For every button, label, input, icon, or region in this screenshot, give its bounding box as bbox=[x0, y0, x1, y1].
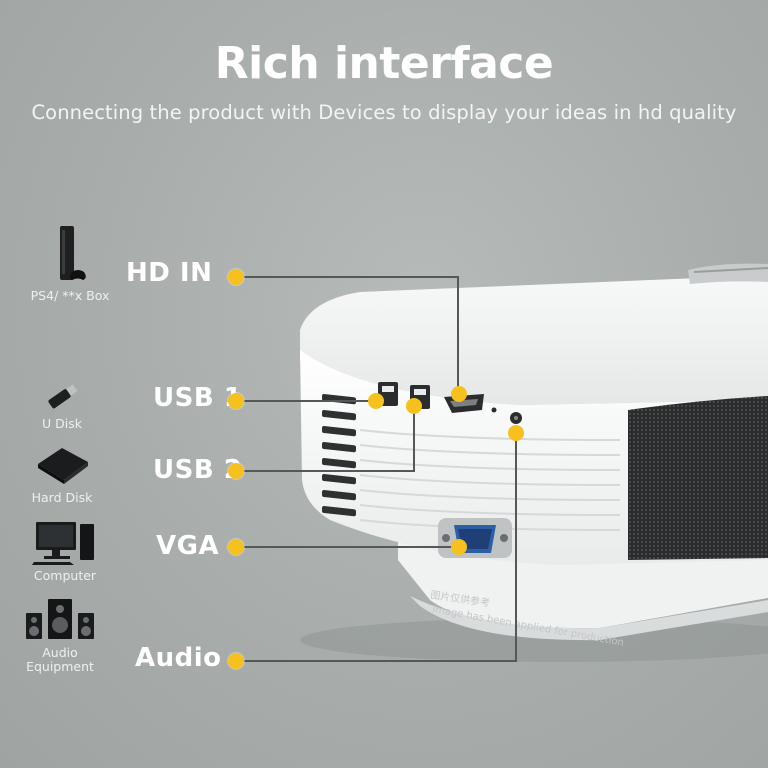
usb1-port-marker bbox=[368, 393, 384, 409]
device-ps4-xbox: PS4/ **x Box bbox=[22, 224, 118, 303]
port-label-hd-in: HD IN bbox=[126, 258, 213, 288]
device-u-disk: U Disk bbox=[22, 380, 102, 431]
leader-line-audio bbox=[236, 432, 517, 662]
device-hard-disk: Hard Disk bbox=[22, 442, 102, 505]
device-label-hard-disk: Hard Disk bbox=[31, 490, 93, 505]
audio-label-marker bbox=[228, 653, 244, 669]
device-label-audio-line2: Equipment bbox=[26, 659, 94, 674]
leader-line-usb2 bbox=[236, 406, 415, 472]
device-label-audio-line1: Audio bbox=[42, 645, 78, 660]
ir-sensor bbox=[491, 407, 497, 413]
device-computer: Computer bbox=[22, 518, 108, 583]
leader-lines bbox=[236, 276, 517, 662]
device-label-ps4: PS4/ **x Box bbox=[30, 288, 110, 303]
page-title: Rich interface bbox=[214, 38, 554, 89]
usb1-label-marker bbox=[228, 393, 244, 409]
usb2-port-marker bbox=[406, 398, 422, 414]
hard-disk-icon bbox=[38, 448, 88, 484]
vga-port-marker bbox=[451, 539, 467, 555]
vga-port bbox=[438, 518, 512, 558]
usb-stick-icon bbox=[48, 384, 78, 409]
device-label-u-disk: U Disk bbox=[42, 416, 82, 431]
speaker-grille bbox=[628, 396, 768, 560]
hdmi-port-marker bbox=[451, 386, 467, 402]
desktop-computer-icon bbox=[32, 522, 94, 565]
port-label-usb1: USB 1 bbox=[153, 383, 243, 413]
device-label-computer: Computer bbox=[33, 568, 97, 583]
audio-port-marker bbox=[508, 425, 524, 441]
vga-label-marker bbox=[228, 539, 244, 555]
projector-top bbox=[300, 277, 768, 405]
front-ribs bbox=[359, 429, 621, 531]
speakers-icon bbox=[26, 599, 94, 639]
leader-line-hd-in bbox=[236, 276, 459, 394]
port-label-vga: VGA bbox=[156, 531, 220, 561]
usb2-label-marker bbox=[228, 463, 244, 479]
audio-port bbox=[510, 412, 522, 424]
port-label-usb2: USB 2 bbox=[153, 455, 243, 485]
device-audio-equipment: Audio Equipment bbox=[20, 597, 100, 674]
hd-in-label-marker bbox=[228, 269, 244, 285]
page-subtitle: Connecting the product with Devices to d… bbox=[31, 101, 737, 124]
port-label-audio: Audio bbox=[135, 643, 222, 673]
game-console-icon bbox=[60, 226, 86, 280]
